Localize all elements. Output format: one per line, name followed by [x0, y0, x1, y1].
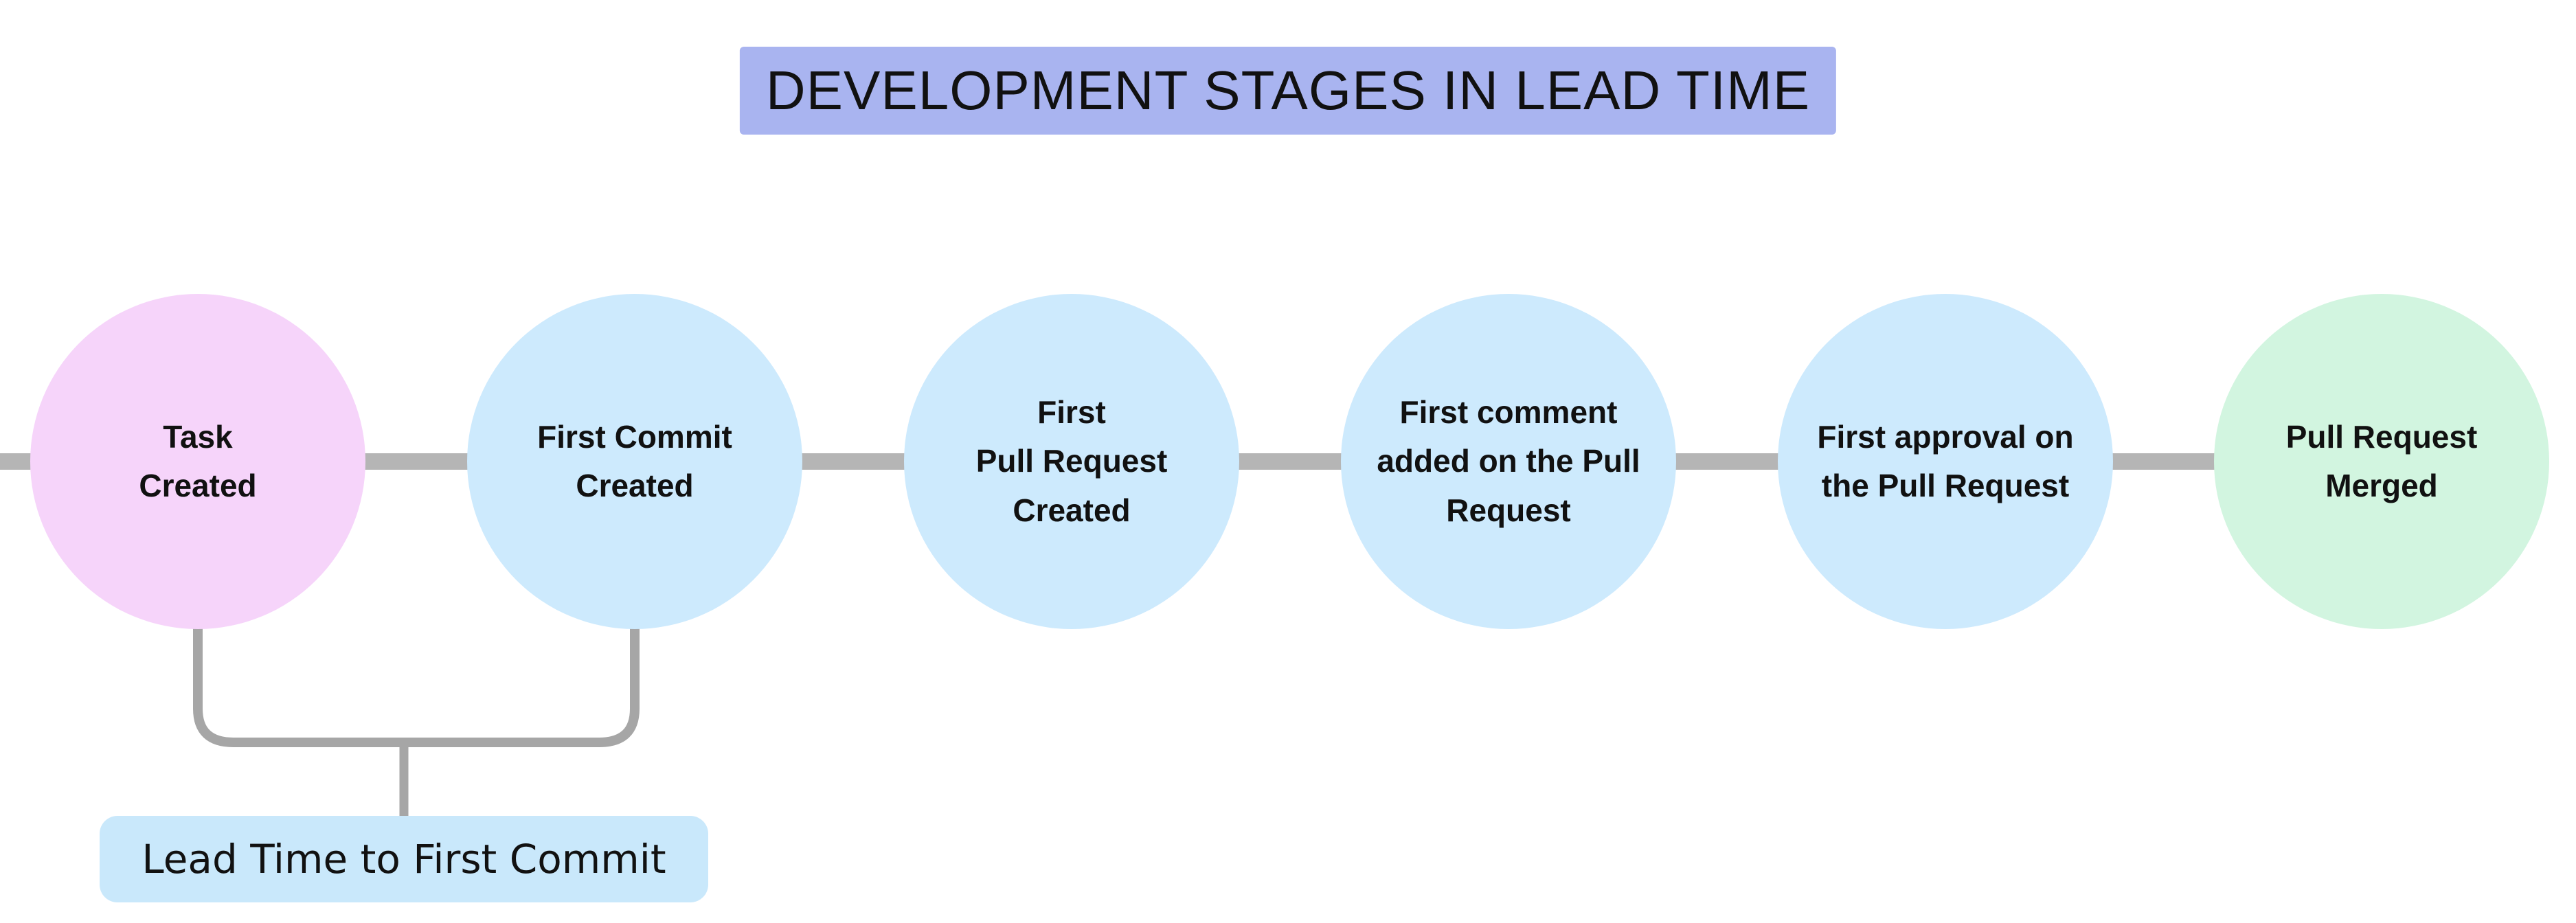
- stage-circle-first-commit-created: First Commit Created: [467, 294, 802, 629]
- stage-circle-first-pull-request-created: First Pull Request Created: [904, 294, 1239, 629]
- stage-label: First approval on the Pull Request: [1817, 418, 2074, 503]
- page-title: DEVELOPMENT STAGES IN LEAD TIME: [739, 47, 1837, 135]
- lead-time-to-first-commit-label: Lead Time to First Commit: [100, 816, 708, 902]
- stage-label: First comment added on the Pull Request: [1377, 394, 1640, 528]
- stage-circle-task-created: Task Created: [30, 294, 365, 629]
- stage-label: Task Created: [139, 418, 257, 503]
- stage-label: First Pull Request Created: [975, 394, 1168, 528]
- stage-circle-first-approval: First approval on the Pull Request: [1778, 294, 2113, 629]
- stage-circle-first-comment-added: First comment added on the Pull Request: [1341, 294, 1676, 629]
- stage-label: First Commit Created: [537, 418, 732, 503]
- stage-label: Pull Request Merged: [2285, 418, 2478, 503]
- bracket-curve: [193, 624, 640, 747]
- stage-circle-pull-request-merged: Pull Request Merged: [2214, 294, 2549, 629]
